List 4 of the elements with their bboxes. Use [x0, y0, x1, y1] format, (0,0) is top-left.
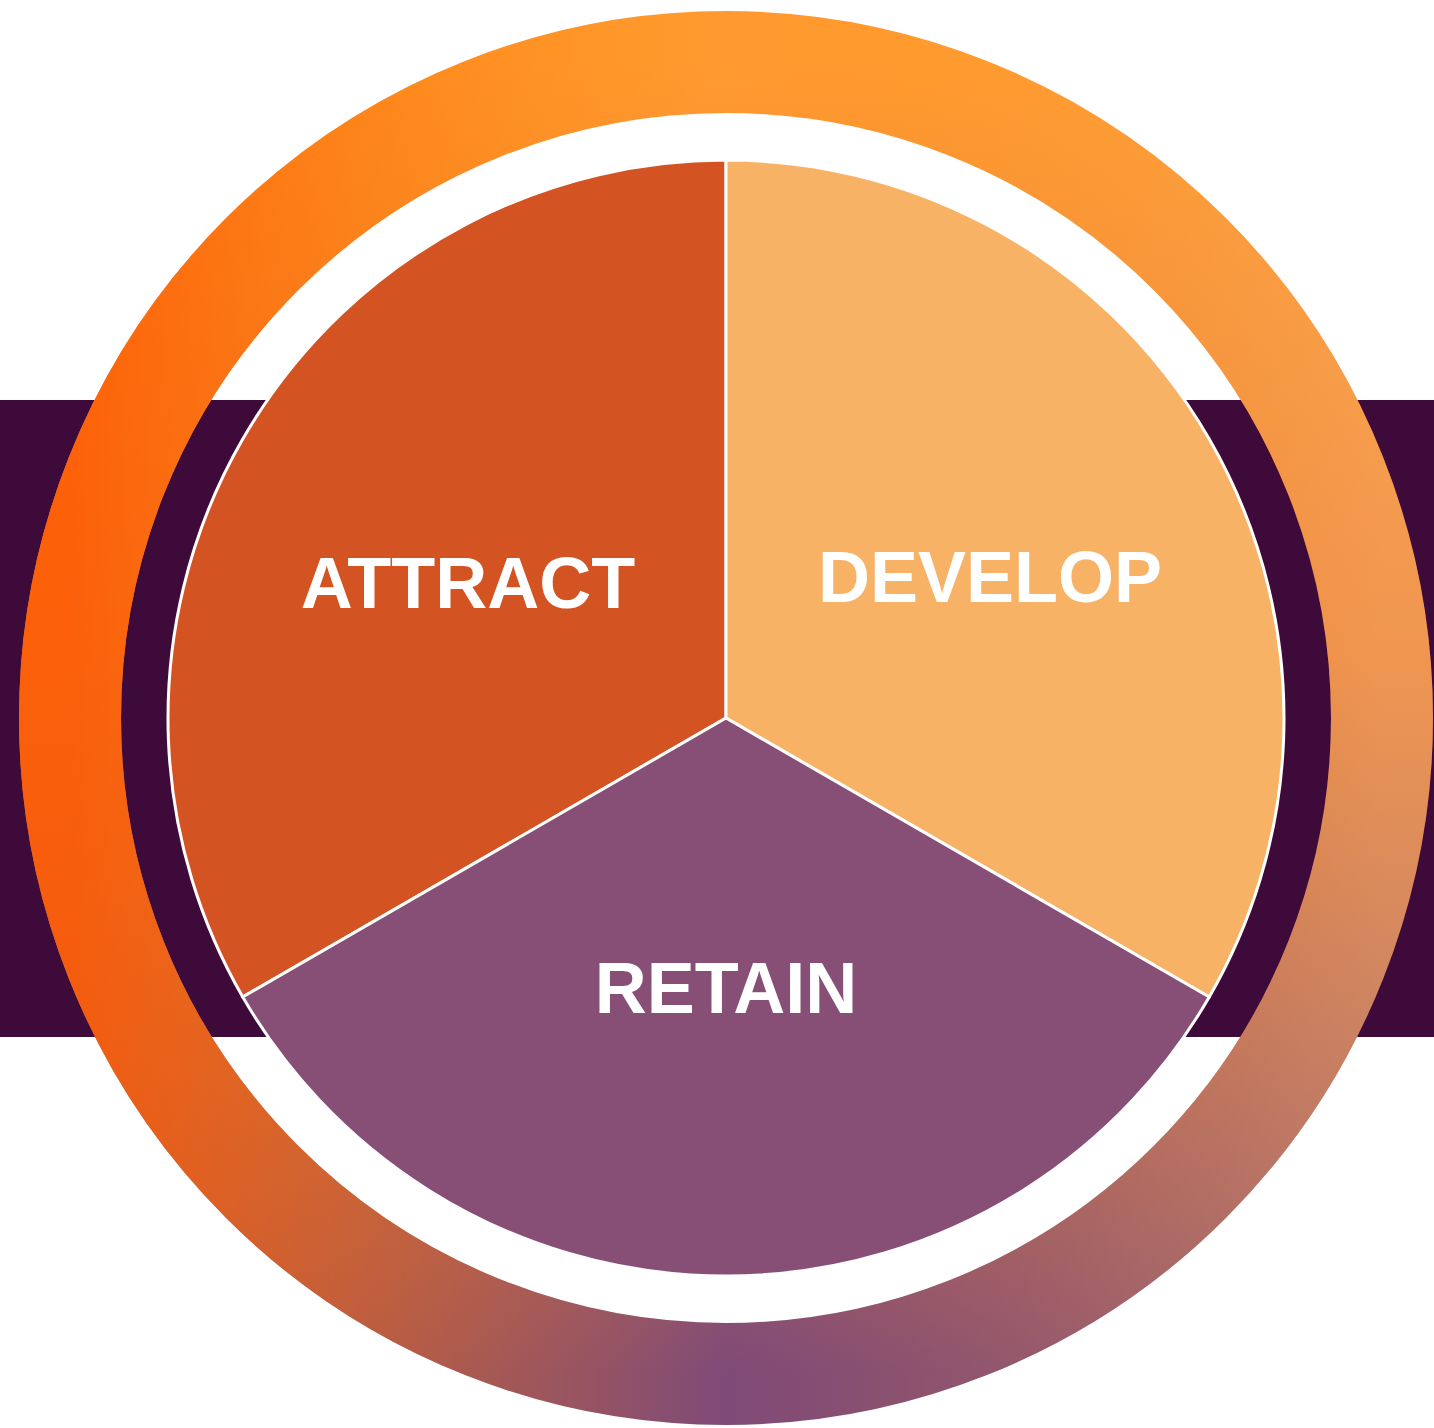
pie-slice	[241, 716, 1211, 1277]
slice-label: ATTRACT	[300, 547, 636, 619]
slice-label: RETAIN	[594, 952, 858, 1024]
slice-label: DEVELOP	[817, 541, 1163, 613]
